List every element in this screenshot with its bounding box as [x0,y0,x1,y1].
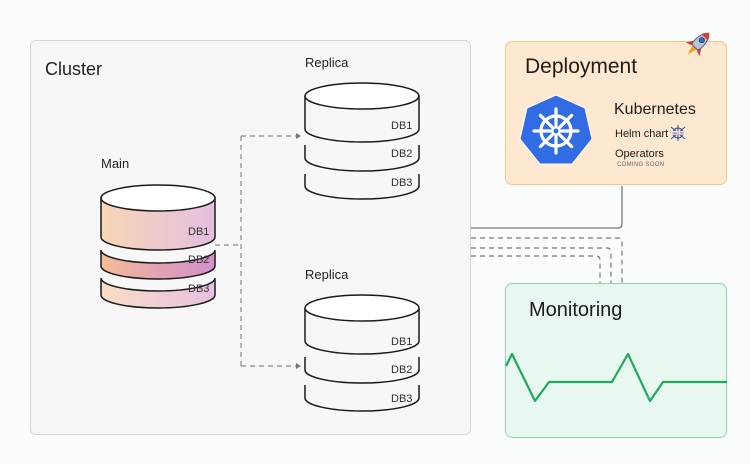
main-db1-label: DB1 [188,226,209,238]
rocket-icon [685,32,710,57]
main-db3-layer [100,277,216,309]
monitoring-heartbeat-line [505,352,727,403]
monitoring-connector-2 [471,247,612,283]
replication-connectors [215,135,298,367]
helm-badge-text: HELM [672,131,683,136]
replica-2-db2-label: DB2 [391,364,412,376]
main-database [100,184,216,309]
replica-2-db3-label: DB3 [391,393,412,405]
replica-2-db1-label: DB1 [391,336,412,348]
monitoring-connector-1 [471,237,623,283]
replica-1-db2-label: DB2 [391,148,412,160]
main-db3-label: DB3 [188,283,209,295]
main-db-label: Main [101,156,130,171]
replica-2-db-top [304,294,420,322]
helm-chart-label: Helm chart [615,128,669,140]
main-db2-layer [100,249,216,280]
main-db1-layer [100,197,216,251]
main-db-top [100,184,216,212]
replica-1-db2-layer [304,145,420,172]
main-db2-label: DB2 [188,254,209,266]
replica-2-db3-layer [304,385,420,412]
replica-2-db2-layer [304,357,420,384]
deployment-title: Deployment [525,55,638,78]
replica-1-label: Replica [305,55,349,70]
helm-icon: HELM [670,125,686,141]
arrow-head-replica-2 [296,363,301,369]
cluster-title: Cluster [45,59,103,79]
monitoring-connector-3 [471,255,601,283]
replica-1-database [304,82,420,200]
connector-cluster-to-deployment [471,186,623,229]
kubernetes-label: Kubernetes [614,101,696,118]
replica-1-db-top [304,82,420,110]
monitoring-panel [505,283,727,438]
connectors-cluster-to-monitoring [471,237,623,283]
kubernetes-logo-icon [519,94,593,165]
replica-2-database [304,294,420,412]
replica-1-db1-label: DB1 [391,120,412,132]
replica-2-db1-layer [304,308,420,355]
operators-label: Operators [615,148,664,160]
replica-2-label: Replica [305,267,349,282]
replica-1-db1-layer [304,96,420,143]
coming-soon-badge: COMING SOON [617,162,665,168]
monitoring-title: Monitoring [529,299,623,321]
arrow-head-replica-1 [296,133,301,139]
replica-1-db3-label: DB3 [391,177,412,189]
replica-1-db3-layer [304,174,420,200]
